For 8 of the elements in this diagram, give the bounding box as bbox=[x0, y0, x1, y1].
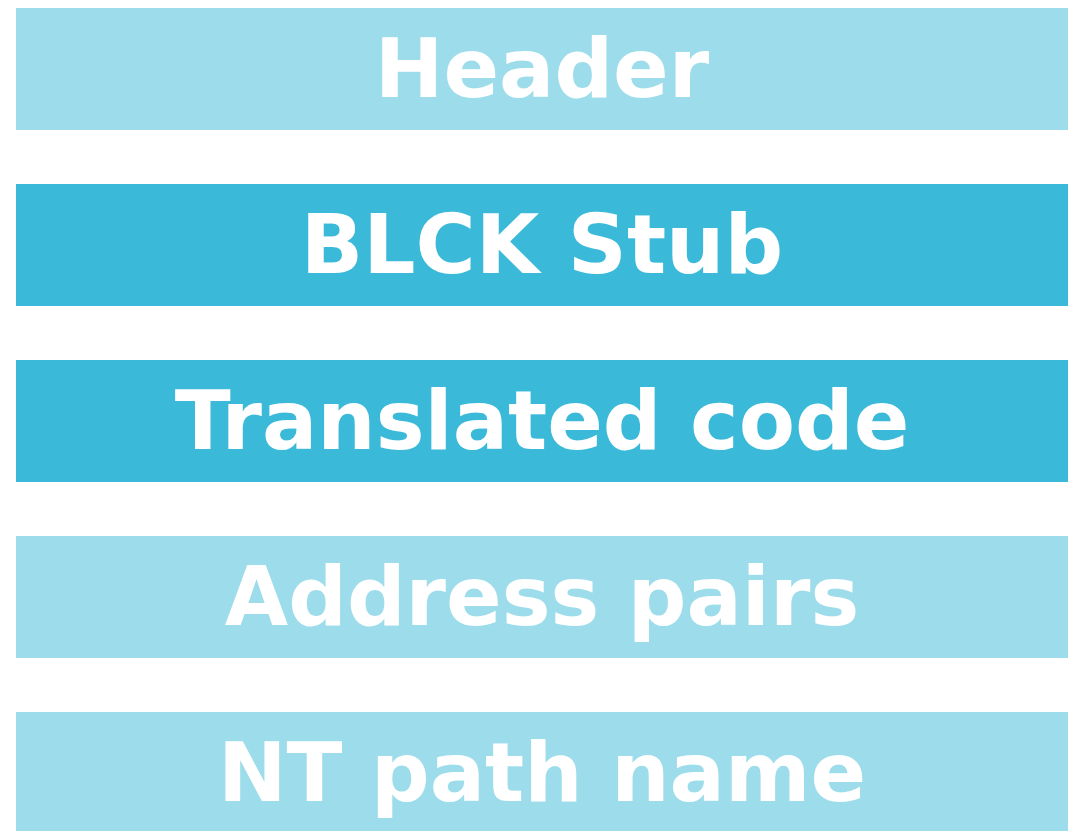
band-label: BLCK Stub bbox=[300, 204, 784, 286]
band-label: Translated code bbox=[174, 380, 910, 462]
layer-band bbox=[16, 184, 1068, 306]
layer-band bbox=[16, 712, 1068, 831]
layer-band bbox=[16, 360, 1068, 482]
band-label: Header bbox=[374, 28, 710, 110]
layer-band bbox=[16, 536, 1068, 658]
layer-band bbox=[16, 8, 1068, 130]
